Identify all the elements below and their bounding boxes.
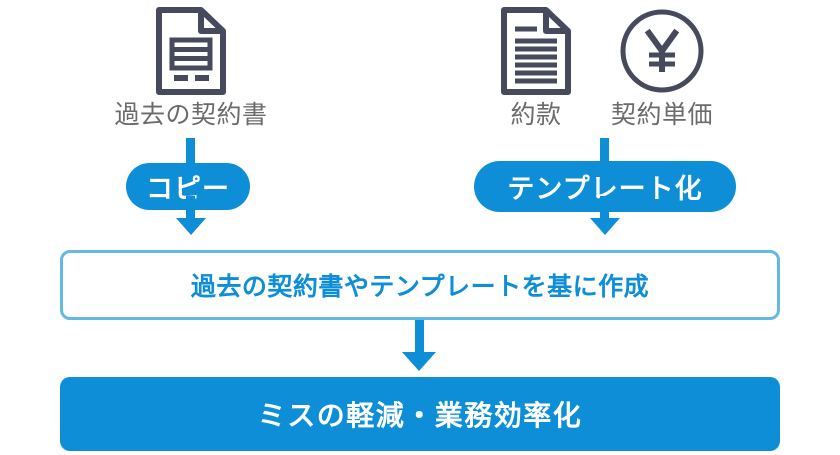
connector-line-copy-to-create [186, 196, 195, 222]
arrow-down-icon-result [402, 352, 436, 371]
flow-box-create: 過去の契約書やテンプレートを基に作成 [60, 250, 780, 320]
connector-line-to-copy [186, 138, 195, 172]
arrow-down-icon-copy [176, 218, 206, 235]
connector-line-create-to-result [415, 320, 424, 356]
document-lined-icon [154, 6, 228, 96]
source-node-past-contract: 過去の契約書 [96, 6, 286, 130]
source-node-terms: 約款 [484, 6, 588, 130]
connector-line-template-to-create [600, 196, 609, 222]
source-label-unit-price: 契約単価 [610, 101, 713, 129]
action-pill-copy[interactable]: コピー [126, 163, 250, 210]
document-text-icon [499, 6, 573, 96]
yen-circle-icon [619, 6, 705, 96]
source-label-past-contract: 過去の契約書 [114, 101, 268, 129]
source-node-unit-price: 契約単価 [592, 6, 732, 130]
source-label-terms: 約款 [510, 101, 562, 129]
connector-line-to-template [600, 138, 609, 172]
flow-box-result: ミスの軽減・業務効率化 [60, 377, 780, 451]
arrow-down-icon-template [590, 218, 620, 235]
